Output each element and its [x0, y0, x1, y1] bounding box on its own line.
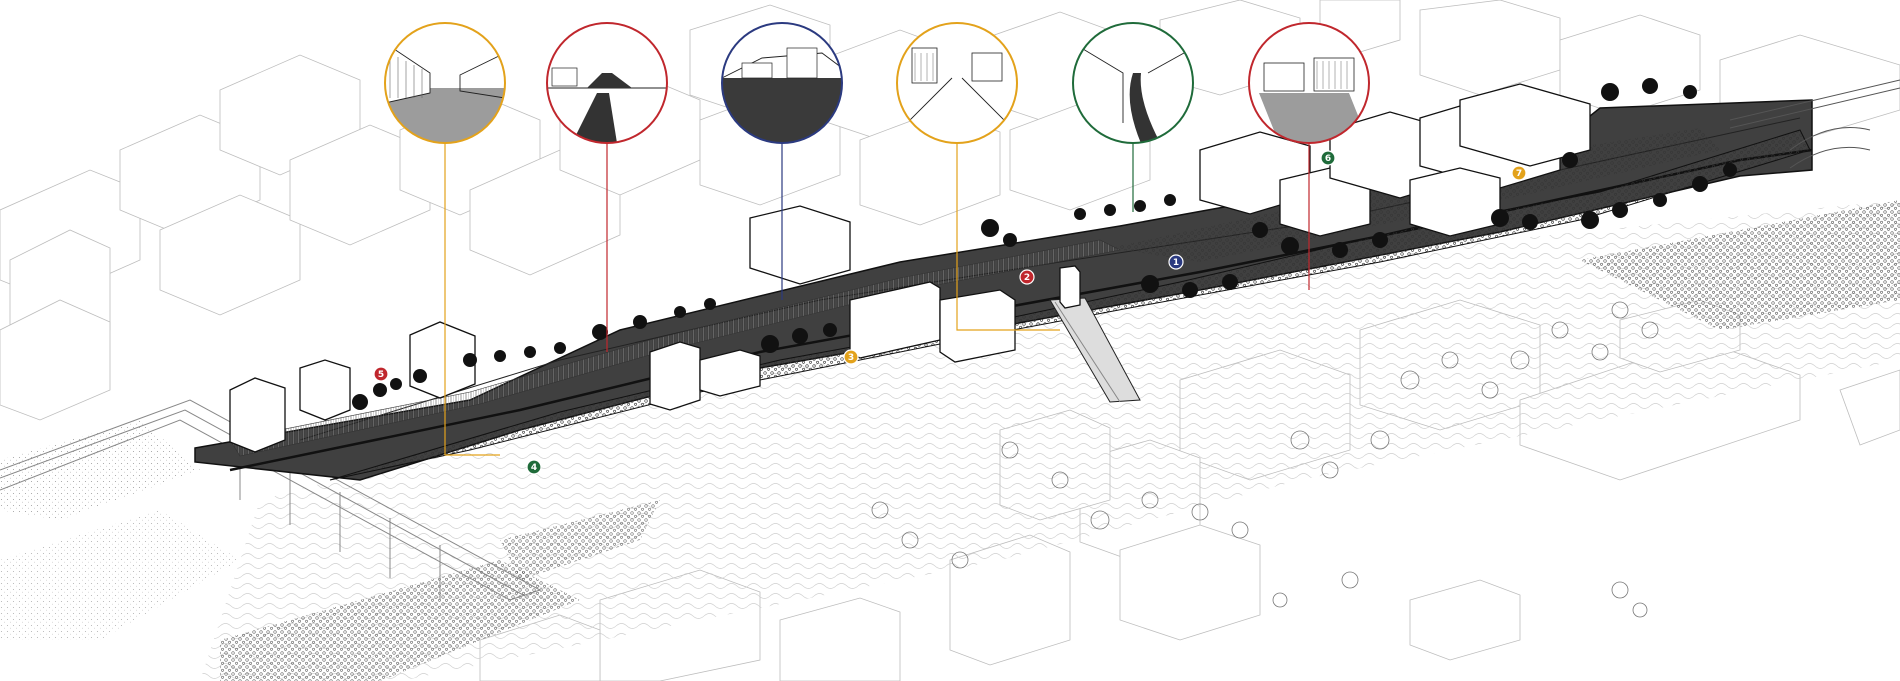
viewpoint-leaders: [444, 143, 1310, 456]
railway-bridge-left: [0, 399, 542, 601]
marker-label: 1: [1173, 258, 1179, 268]
marker-dot: [1320, 150, 1336, 166]
trees: [352, 78, 1737, 410]
viewpoint-5: [1072, 22, 1194, 144]
leader-view-4: [956, 143, 1060, 331]
marker-2: 2: [1019, 269, 1035, 285]
marker-dot: [373, 366, 389, 382]
marker-label: 5: [378, 370, 384, 380]
marker-label: 6: [1325, 154, 1331, 164]
viewpoint-circles: [384, 22, 1370, 144]
arch-bridge-right: [1729, 79, 1900, 169]
marker-label: 7: [1516, 169, 1522, 179]
numbered-markers: 1 2 3 4 5 6 7: [373, 150, 1527, 475]
viewpoint-scene: [547, 67, 667, 143]
viewpoint-2: [546, 22, 668, 144]
marker-label: 4: [531, 463, 537, 473]
viewpoint-ring: [546, 22, 668, 144]
marker-label: 3: [848, 353, 854, 363]
viewpoint-3: [721, 22, 843, 144]
viewpoint-ring: [1072, 22, 1194, 144]
marker-7: 7: [1511, 165, 1527, 181]
viewpoint-ring: [1248, 22, 1370, 144]
marker-5: 5: [373, 366, 389, 382]
marker-4: 4: [526, 459, 542, 475]
viewpoint-scene: [1259, 57, 1369, 143]
ground-textures: [0, 200, 1900, 681]
marker-dot: [843, 349, 859, 365]
marker-3: 3: [843, 349, 859, 365]
marker-1: 1: [1168, 254, 1184, 270]
viewpoint-4: [896, 22, 1018, 144]
viewpoint-ring: [721, 22, 843, 144]
marker-label: 2: [1024, 273, 1030, 283]
leader-view-1: [444, 143, 500, 456]
light-trees: [871, 301, 1659, 618]
viewpoint-ring: [896, 22, 1018, 144]
viewpoint-ring: [384, 22, 506, 144]
marker-dot: [526, 459, 542, 475]
marker-6: 6: [1320, 150, 1336, 166]
marker-dot: [1511, 165, 1527, 181]
marker-dot: [1168, 254, 1184, 270]
viewpoint-6: [1248, 22, 1370, 144]
marker-dot: [1019, 269, 1035, 285]
